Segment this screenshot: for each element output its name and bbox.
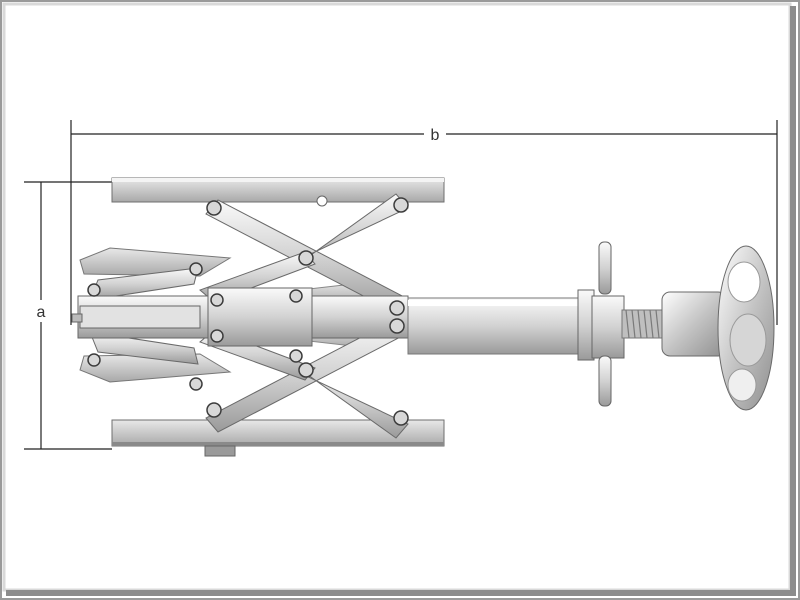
frame-shadow-bottom [6,590,796,596]
dimension-b [70,120,778,325]
locking-collar [577,241,625,407]
top-jaw-plate [111,177,445,207]
threaded-screw [621,309,665,339]
center-hub [71,287,409,347]
frame-shadow-right [790,6,796,596]
dimension-a-label: a [37,304,46,321]
pipe-clamp-illustration [71,177,775,457]
dimension-b-label: b [431,127,440,144]
hand-knob [661,245,775,411]
dimension-a [24,181,112,450]
main-shaft [407,297,581,355]
pivot-bolts [87,197,409,426]
